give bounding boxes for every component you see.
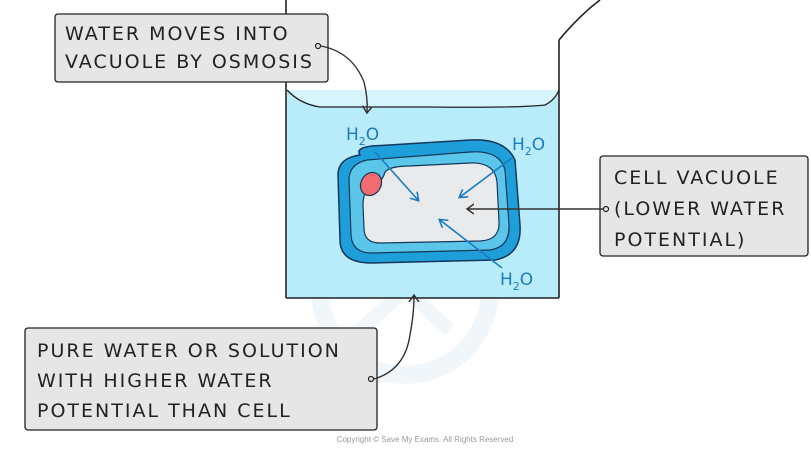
label-line: CELL VACUOLE bbox=[614, 167, 780, 189]
label-line: POTENTIAL) bbox=[614, 229, 746, 251]
label-solution: PURE WATER OR SOLUTION WITH HIGHER WATER… bbox=[24, 296, 414, 431]
label-box bbox=[24, 327, 378, 431]
label-vacuole: CELL VACUOLE (LOWER WATER POTENTIAL) bbox=[468, 155, 809, 257]
plant-cell bbox=[337, 139, 521, 264]
label-line: WATER MOVES INTO bbox=[65, 23, 290, 45]
nucleus bbox=[359, 171, 383, 197]
water-arrow-top-left bbox=[374, 151, 418, 200]
h2o-label-top-left: H2O bbox=[346, 125, 379, 148]
label-line: PURE WATER OR SOLUTION bbox=[37, 340, 341, 362]
label-line: POTENTIAL THAN CELL bbox=[37, 400, 292, 422]
beaker-spout bbox=[558, 0, 601, 41]
water-arrow-bottom bbox=[440, 220, 503, 269]
water-arrow-top-right bbox=[460, 157, 513, 197]
pointer-dot bbox=[314, 42, 322, 50]
label-osmosis: WATER MOVES INTO VACUOLE BY OSMOSIS bbox=[54, 13, 367, 112]
pointer-dot bbox=[367, 375, 375, 383]
label-line: VACUOLE BY OSMOSIS bbox=[65, 51, 314, 73]
label-box bbox=[599, 155, 809, 257]
copyright-notice: Copyright © Save My Exams. All Rights Re… bbox=[337, 435, 514, 444]
water-arrows bbox=[374, 151, 513, 269]
h2o-label-bottom: H2O bbox=[500, 270, 533, 293]
pointer-line bbox=[320, 45, 367, 112]
water-surface bbox=[286, 89, 560, 108]
pointer-dot bbox=[602, 205, 610, 213]
h2o-label-top-right: H2O bbox=[512, 135, 545, 158]
cell-vacuole bbox=[362, 162, 500, 244]
label-line: (LOWER WATER bbox=[614, 198, 786, 220]
label-line: WITH HIGHER WATER bbox=[37, 370, 274, 392]
pointer-line bbox=[373, 296, 414, 380]
